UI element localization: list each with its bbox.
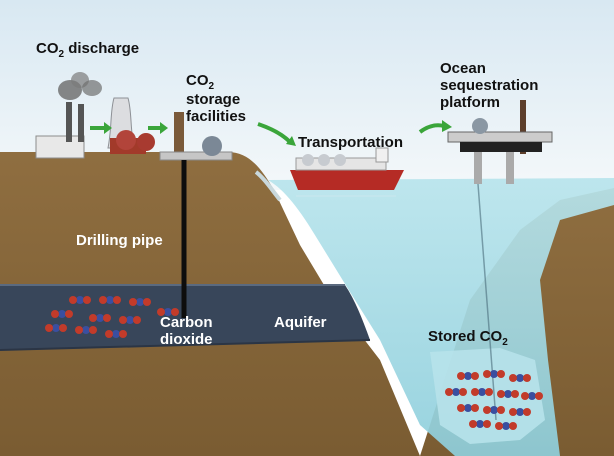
label-transportation: Transportation [298,134,403,151]
label-carbon-dioxide-line2: dioxide [160,331,213,348]
arrow-1-head [104,122,112,134]
factory [35,72,102,159]
stored-co2-molecules [445,370,543,430]
arrow-2-head [160,122,168,134]
aquifer-layer-bottom-edge [0,339,371,351]
processing-plant [107,97,155,154]
arrow-3 [257,122,292,144]
shoreline [254,170,282,202]
arrow-4 [418,123,445,134]
storage-facility [159,112,233,161]
label-ocean-line2: sequestration [440,77,539,94]
label-transportation-text: Transportation [298,134,404,151]
label-co2-discharge: CO2 discharge [36,40,140,60]
label-storage-line1-sub: 2 [208,81,215,92]
label-stored-co2-sub: 2 [502,337,508,348]
label-drilling-pipe: Drilling pipe [76,232,163,249]
ocean-platform [447,100,553,421]
label-aquifer-text: Aquifer [274,314,327,331]
label-storage-line2: storage [186,91,241,108]
label-co2-storage-facilities: CO2 storage facilities [186,72,246,125]
label-aquifer: Aquifer [274,314,327,331]
arrow-4-head [442,120,452,132]
label-stored-co2: Stored CO2 [428,328,508,348]
flow-arrows [90,120,452,146]
label-storage-line1-prefix: CO [186,72,209,89]
label-drilling-pipe-text: Drilling pipe [76,232,163,249]
arrow-3-head [286,136,296,146]
label-storage-line1: CO2 [186,72,246,92]
label-storage-line3: facilities [186,108,247,125]
label-carbon-dioxide: Carbon dioxide [160,314,213,348]
label-co2-discharge-sub: 2 [58,49,65,60]
label-ocean-sequestration-platform: Ocean sequestration platform [440,60,538,111]
label-ocean-line1: Ocean [440,60,486,77]
label-carbon-dioxide-line1: Carbon [160,314,213,331]
transport-ship [290,147,404,197]
label-co2-discharge-prefix: CO [36,40,59,57]
label-ocean-line3: platform [440,94,500,111]
label-co2-discharge-suffix: discharge [64,40,140,57]
label-stored-co2-prefix: Stored CO [428,328,503,345]
aquifer-co2-molecules [45,296,179,338]
ocean-basin [430,348,545,444]
